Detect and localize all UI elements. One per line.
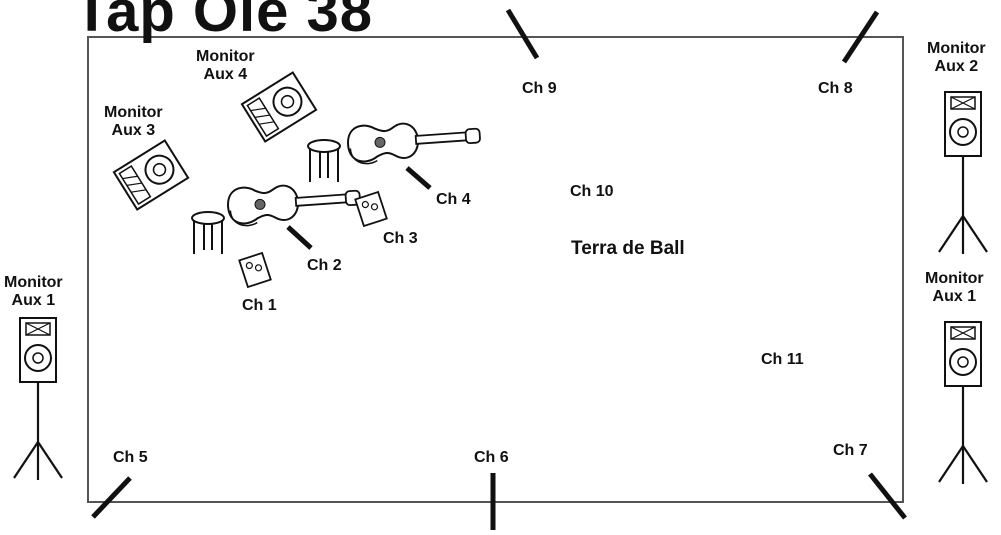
di-box-icon-ch1 <box>238 252 272 288</box>
label-ch5: Ch 5 <box>113 449 148 466</box>
stand-speaker-monitor-icon-aux1-left <box>12 316 64 482</box>
label-ch4: Ch 4 <box>436 191 471 208</box>
label-performer: Terra de Ball <box>571 238 685 259</box>
stool-icon-upper <box>307 139 341 183</box>
label-monitor-aux-2: Monitor Aux 2 <box>927 40 986 75</box>
microphone-icon-ch2 <box>286 225 313 250</box>
microphones <box>91 8 907 530</box>
label-ch1: Ch 1 <box>242 297 277 314</box>
di-box-icon-ch3 <box>354 191 388 227</box>
page-title: Tap Ole 38 <box>74 0 374 44</box>
stage-outline <box>87 36 904 503</box>
label-ch8: Ch 8 <box>818 80 853 97</box>
acoustic-guitar-icon-lower <box>225 178 363 228</box>
label-monitor-aux-1-right: Monitor Aux 1 <box>925 270 984 305</box>
stand-speaker-monitor-icon-aux1-right <box>937 320 989 486</box>
label-ch7: Ch 7 <box>833 442 868 459</box>
stool-icon-lower <box>191 211 225 255</box>
floor-wedge-monitor-icon-aux3 <box>112 139 190 211</box>
label-ch9: Ch 9 <box>522 80 557 97</box>
acoustic-guitar-icon-upper <box>345 116 483 166</box>
label-monitor-aux-4: Monitor Aux 4 <box>196 48 255 83</box>
label-ch6: Ch 6 <box>474 449 509 466</box>
label-monitor-aux-1-left: Monitor Aux 1 <box>4 274 63 309</box>
label-ch3: Ch 3 <box>383 230 418 247</box>
label-ch10: Ch 10 <box>570 183 614 200</box>
label-ch11: Ch 11 <box>761 351 804 368</box>
microphone-icon-ch9 <box>505 8 540 60</box>
microphone-icon-ch8 <box>841 10 880 64</box>
microphone-icon-ch4 <box>405 166 432 190</box>
label-monitor-aux-3: Monitor Aux 3 <box>104 104 163 139</box>
stand-speaker-monitor-icon-aux2 <box>937 90 989 256</box>
microphone-icon-ch7 <box>868 472 907 520</box>
microphone-icon-ch5 <box>91 476 132 519</box>
label-ch2: Ch 2 <box>307 257 342 274</box>
